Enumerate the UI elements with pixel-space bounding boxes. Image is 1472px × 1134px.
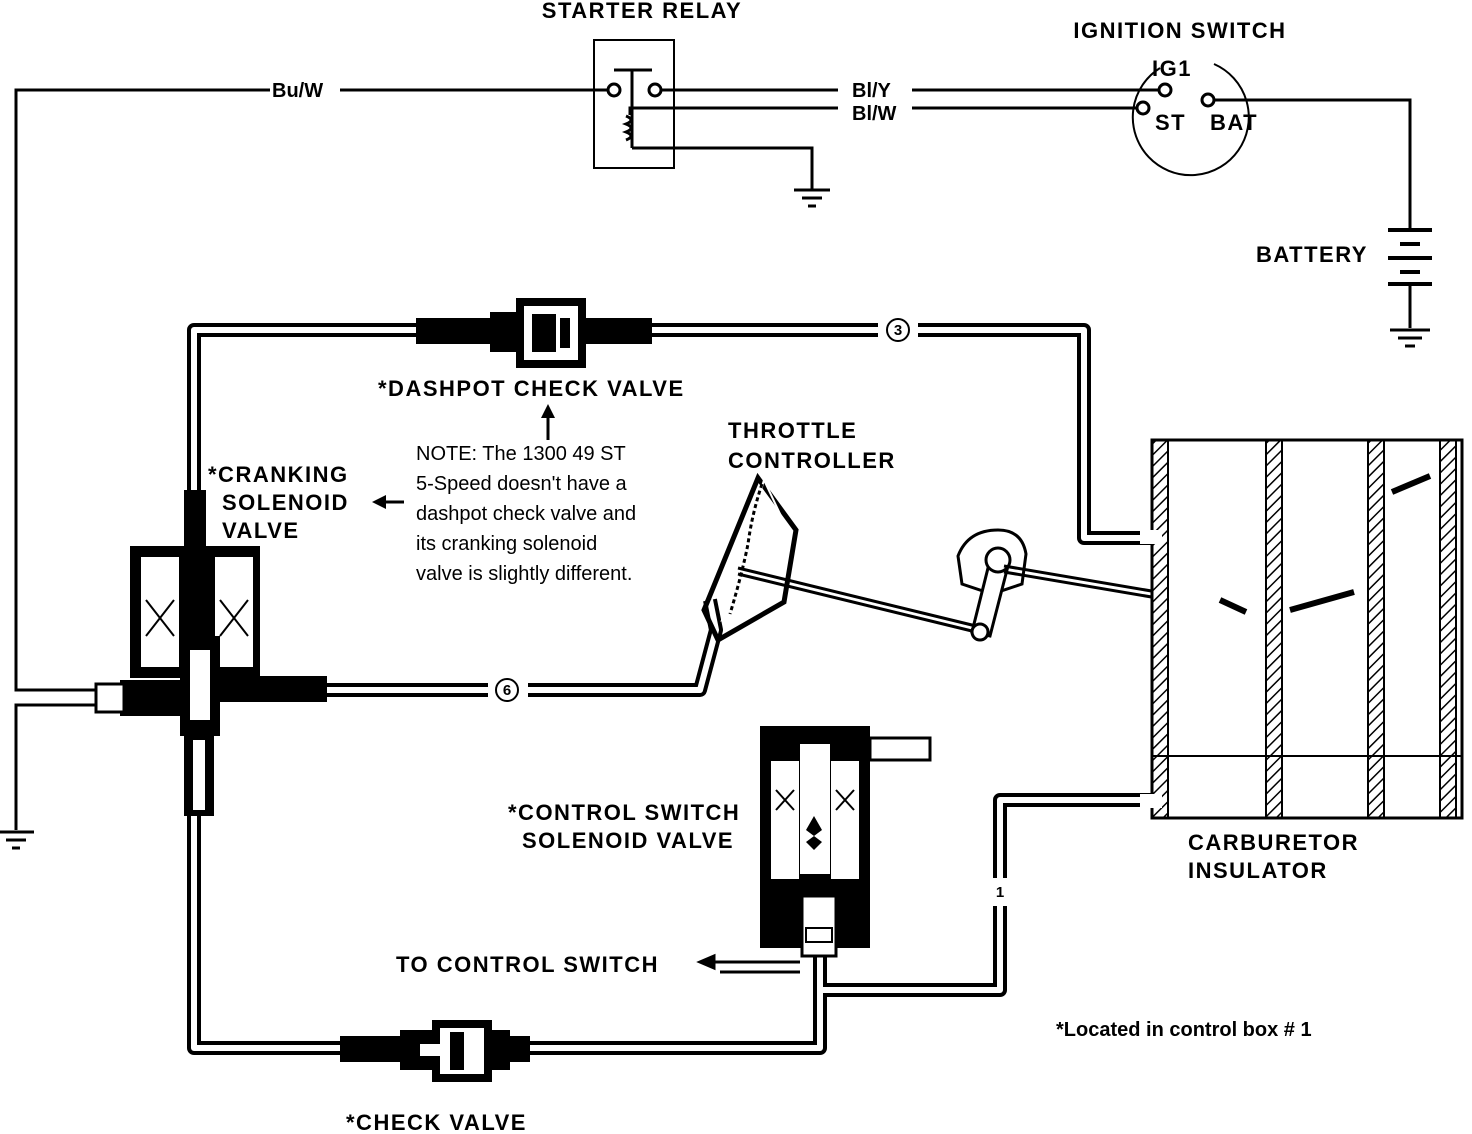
to-control-switch-label: TO CONTROL SWITCH (396, 952, 659, 977)
ground-symbol-relay (794, 188, 830, 208)
note-line1: NOTE: The 1300 49 ST (416, 443, 626, 465)
carburetor-insulator (1140, 438, 1464, 820)
hose-3-label: 3 (894, 322, 902, 339)
wire-buw-label: Bu/W (272, 80, 323, 102)
check-valve (340, 1020, 530, 1082)
hose-marker-1: 1 (988, 878, 1012, 906)
ig1-label: IG1 (1152, 56, 1192, 81)
dashpot-check-valve (416, 298, 652, 368)
check-valve-label: *CHECK VALVE (346, 1110, 527, 1134)
carburetor-label-line2: INSULATOR (1188, 858, 1328, 883)
hose-marker-6: 6 (488, 678, 528, 702)
throttle-controller (701, 472, 977, 644)
dashpot-check-valve-label: *DASHPOT CHECK VALVE (378, 376, 685, 401)
control-switch-label-line1: *CONTROL SWITCH (508, 800, 740, 825)
electrical-circuit (14, 88, 1412, 830)
ignition-switch-label: IGNITION SWITCH (1073, 18, 1286, 43)
note-line5: valve is slightly different. (416, 563, 632, 585)
carburetor-label-line1: CARBURETOR (1188, 830, 1359, 855)
ignition-switch (1131, 63, 1250, 177)
arrow-left-cranking (372, 495, 404, 509)
control-switch-label-line2: SOLENOID VALVE (522, 828, 734, 853)
bat-label: BAT (1210, 110, 1258, 135)
note-line2: 5-Speed doesn't have a (416, 473, 628, 495)
ground-symbol-left (0, 830, 34, 850)
ground-symbol-battery (1390, 328, 1430, 348)
battery-symbol (1388, 228, 1432, 286)
cranking-solenoid-valve (94, 490, 327, 816)
hose-6-label: 6 (503, 682, 511, 699)
cranking-label-line1: *CRANKING (208, 462, 349, 487)
throttle-label-line2: CONTROLLER (728, 448, 896, 473)
located-note: *Located in control box # 1 (1056, 1019, 1312, 1041)
starter-relay-label: STARTER RELAY (542, 0, 742, 23)
note-line3: dashpot check valve and (416, 503, 636, 525)
hose-marker-3: 3 (878, 318, 918, 342)
to-control-switch-line (696, 953, 800, 974)
starter-relay (593, 39, 675, 169)
cranking-label-line3: VALVE (222, 518, 300, 543)
throttle-label-line1: THROTTLE (728, 418, 857, 443)
hose-1-label: 1 (996, 884, 1004, 901)
arrow-up-dashpot (541, 404, 555, 440)
vacuum-hoses-inner (191, 327, 1160, 1051)
battery-label: BATTERY (1256, 242, 1368, 267)
control-switch-solenoid-valve (760, 726, 932, 958)
note-line4: its cranking solenoid (416, 533, 597, 555)
wire-bly-label: Bl/Y (852, 80, 892, 102)
wire-blw-label: Bl/W (852, 103, 897, 125)
st-label: ST (1155, 110, 1186, 135)
cranking-label-line2: SOLENOID (222, 490, 349, 515)
